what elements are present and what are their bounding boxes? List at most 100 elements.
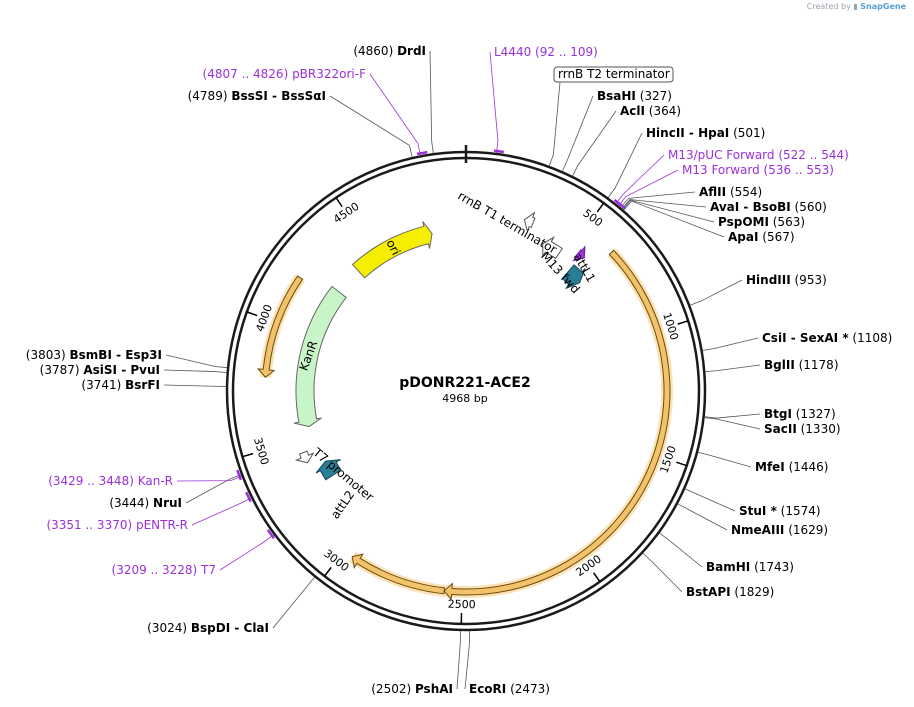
- enzyme-leader: [272, 576, 315, 629]
- tick-mark: [596, 202, 605, 213]
- enzyme-name: PshAI: [415, 682, 453, 696]
- rrnB-T2-arrow: [523, 211, 536, 234]
- enzyme-position: (3787): [40, 363, 84, 377]
- enzyme-label: StuI * (1574): [739, 504, 821, 518]
- enzyme-leader: [185, 474, 242, 504]
- enzyme-position: (1574): [777, 504, 821, 518]
- enzyme-position: (1327): [792, 407, 836, 421]
- enzyme-position: (1446): [785, 460, 829, 474]
- primer-binding-mark: [416, 150, 428, 156]
- feature-label: ori: [383, 237, 403, 257]
- boxed-label-leader: [548, 81, 561, 167]
- enzyme-position: (563): [769, 215, 805, 229]
- enzyme-name: AvaI - BsoBI: [710, 200, 791, 214]
- tick-mark: [592, 572, 601, 583]
- primer-binding-mark: [245, 491, 252, 503]
- enzyme-name: ApaI: [728, 230, 758, 244]
- enzyme-leader: [659, 532, 703, 568]
- enzyme-name: BtgI: [764, 407, 792, 421]
- leader-lines: [163, 50, 761, 690]
- enzyme-name: MfeI: [755, 460, 785, 474]
- T7-promoter-arrow: [294, 450, 315, 464]
- tick-mark: [242, 452, 254, 458]
- enzyme-position: (3024): [147, 621, 191, 635]
- enzyme-leader: [163, 369, 227, 373]
- enzyme-position: (3741): [81, 378, 125, 392]
- feature-kanR: [293, 285, 347, 428]
- enzyme-label: (3444) NruI: [109, 496, 182, 510]
- enzyme-label: AflII (554): [699, 185, 762, 199]
- enzyme-label: (4789) BssSI - BssSαI: [188, 89, 326, 103]
- tick-label: 3000: [321, 547, 351, 574]
- primer-range: (4807 .. 4826): [203, 67, 293, 81]
- enzyme-leader: [704, 413, 761, 419]
- enzyme-name: DrdI: [397, 44, 426, 58]
- enzyme-leader: [464, 630, 470, 690]
- enzyme-position: (1829): [731, 585, 775, 599]
- tick-label: 3500: [251, 436, 271, 467]
- enzyme-position: (2502): [371, 682, 415, 696]
- orf-halo: [443, 248, 673, 598]
- enzyme-position: (554): [726, 185, 762, 199]
- enzyme-name: NmeAIII: [731, 523, 784, 537]
- inner-label: rrnB T1 terminator: [455, 189, 559, 257]
- tick-mark: [676, 461, 687, 467]
- tick-mark: [246, 311, 258, 317]
- primer-leader: [219, 534, 275, 571]
- primer-label: (3351 .. 3370) pENTR-R: [46, 518, 188, 532]
- orf-ace2-orf-2: [351, 553, 446, 595]
- primer-name: T7: [200, 563, 216, 577]
- enzyme-name: HindIII: [746, 273, 791, 287]
- enzyme-name: BssSI - BssSαI: [231, 89, 326, 103]
- attL2-arrow: [315, 459, 342, 481]
- enzyme-leader: [702, 337, 759, 351]
- enzyme-label: BamHI (1743): [706, 560, 794, 574]
- primer-range: (3351 .. 3370): [46, 518, 136, 532]
- enzyme-name: BamHI: [706, 560, 750, 574]
- enzyme-label: (3787) AsiSI - PvuI: [40, 363, 160, 377]
- enzyme-position: (1629): [784, 523, 828, 537]
- enzyme-position: (4860): [353, 44, 397, 58]
- enzyme-name: BglII: [764, 358, 795, 372]
- enzyme-position: (3803): [26, 348, 70, 362]
- enzyme-position: (4789): [188, 89, 232, 103]
- enzyme-name: PspOMI: [718, 215, 769, 229]
- primer-leader: [176, 475, 242, 482]
- primer-name: Kan-R: [138, 474, 173, 488]
- plasmid-size: 4968 bp: [442, 392, 487, 405]
- enzyme-name: AflII: [699, 185, 726, 199]
- enzyme-position: (567): [758, 230, 794, 244]
- primer-label: (3209 .. 3228) T7: [112, 563, 216, 577]
- primer-binding-mark: [236, 469, 243, 481]
- enzyme-leader: [572, 110, 617, 177]
- enzyme-leader: [623, 200, 725, 238]
- enzyme-position: (1178): [795, 358, 839, 372]
- enzyme-label: BtgI (1327): [764, 407, 836, 421]
- enzyme-label: MfeI (1446): [755, 460, 828, 474]
- enzyme-leader: [622, 199, 715, 223]
- tick-mark: [677, 320, 689, 325]
- enzyme-name: NruI: [153, 496, 182, 510]
- enzyme-position: (953): [791, 273, 827, 287]
- M13-fwd-arrow: [572, 245, 586, 262]
- tick-label: 500: [580, 207, 605, 230]
- enzyme-leader: [607, 132, 643, 198]
- credit-brand: SnapGene: [860, 2, 906, 11]
- enzyme-label: (3024) BspDI - ClaI: [147, 621, 269, 635]
- enzyme-leader: [705, 364, 761, 372]
- enzyme-label: (2502) PshAI: [371, 682, 453, 696]
- primer-labels: L4440 (92 .. 109)(4807 .. 4826) pBR322or…: [46, 45, 848, 577]
- primer-binding-mark: [266, 529, 275, 539]
- enzyme-name: StuI *: [739, 504, 778, 518]
- enzyme-position: (560): [791, 200, 827, 214]
- enzyme-name: AclI: [620, 104, 645, 118]
- enzyme-leader: [690, 279, 743, 306]
- primer-range: (536 .. 553): [760, 163, 834, 177]
- enzyme-label: BstAPI (1829): [686, 585, 774, 599]
- inner-label: attL2: [328, 488, 357, 522]
- enzyme-leader: [697, 451, 752, 468]
- primer-leader: [618, 169, 679, 206]
- enzyme-position: (3444): [109, 496, 153, 510]
